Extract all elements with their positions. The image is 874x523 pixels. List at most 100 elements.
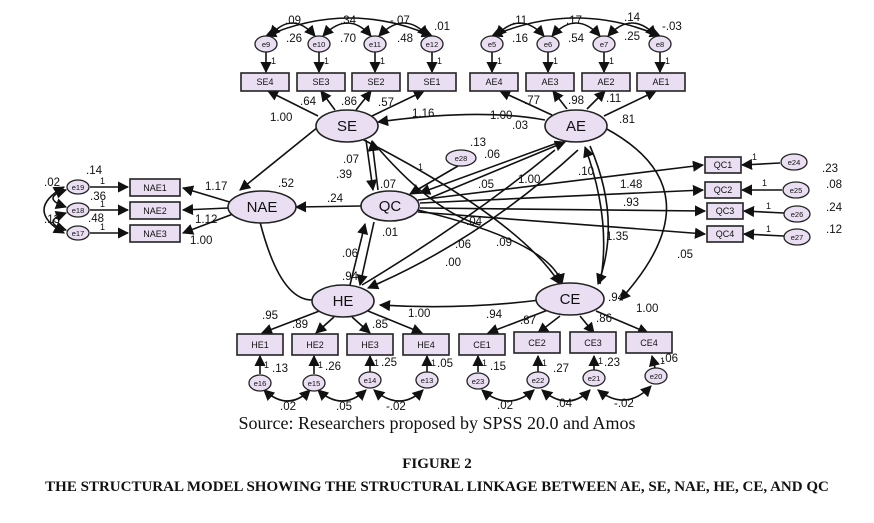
cov-e16-e15 [263,389,311,402]
path-qc-ae [429,140,567,199]
coefficient-label: .48 [397,33,413,45]
svg-text:SE1: SE1 [423,77,440,87]
coefficient-label: .06 [342,248,358,260]
one-label: 1 [374,358,379,368]
error-e6: e6 [536,35,560,53]
observed-ae1: AE1 [636,72,686,92]
one-label: 1 [271,56,276,66]
observed-he2: HE2 [291,333,339,356]
error-e14: e14 [358,371,382,389]
coefficient-label: .01 [382,227,398,239]
observed-nae1: NAE1 [129,178,181,197]
svg-text:e11: e11 [369,40,381,49]
error-e25: e25 [782,181,810,199]
coefficient-label: 1.12 [195,214,217,226]
path-qc-qc4 [417,211,707,239]
latent-he: HE [311,284,375,318]
error-e13: e13 [415,371,439,389]
coefficient-label: .26 [286,33,302,45]
svg-text:e10: e10 [313,40,326,49]
one-label: 1 [100,222,105,232]
coefficient-label: .06 [484,149,500,161]
svg-text:e18: e18 [72,206,85,215]
observed-se2: SE2 [351,72,401,92]
coefficient-label: .24 [327,193,344,205]
arrow-e27 [742,228,785,241]
error-e28: e28 [445,149,477,167]
error-e15: e15 [302,374,326,392]
coefficient-label: .27 [553,363,569,375]
svg-text:e24: e24 [788,158,801,167]
coefficient-label: 1.00 [490,110,512,122]
path-nae-nae3 [181,213,234,235]
error-e18: e18 [66,202,90,218]
error-e22: e22 [526,371,550,389]
error-e9: e9 [254,35,278,53]
observed-ae4: AE4 [469,72,519,92]
coefficient-label: 1.48 [620,179,642,191]
one-label: 1 [542,358,547,368]
svg-text:e19: e19 [72,183,85,192]
svg-text:SE2: SE2 [367,77,384,87]
coefficient-label: .54 [568,33,585,45]
error-terms: e9 e10 e11 e12 e5 e6 e7 e8 e19 e18 e17 e… [66,35,811,392]
coefficient-label: .16 [512,33,528,45]
svg-text:e16: e16 [254,379,267,388]
observed-qc4: QC4 [706,225,744,243]
coefficient-label: .70 [340,33,356,45]
coefficient-label: .23 [822,163,838,175]
error-e5: e5 [480,35,504,53]
figure-label: FIGURE 2 [402,456,472,472]
svg-text:e13: e13 [421,376,434,385]
one-label: 1 [598,356,603,366]
one-label: 1 [766,201,771,211]
coefficient-label: .07 [343,154,359,166]
svg-text:QC2: QC2 [714,185,733,195]
svg-text:CE3: CE3 [584,338,602,348]
svg-text:e21: e21 [588,374,601,383]
coefficient-label: .86 [596,313,612,325]
svg-text:e15: e15 [308,379,321,388]
cov-e9-e12 [264,17,434,38]
svg-text:e23: e23 [472,377,485,386]
coefficient-label: -.02 [614,398,634,410]
svg-text:QC3: QC3 [716,206,735,216]
observed-se1: SE1 [407,72,457,92]
observed-he3: HE3 [346,333,394,356]
observed-ae2: AE2 [581,72,631,92]
path-ae-ae2 [586,90,606,110]
path-ce-ce3 [579,315,595,334]
observed-he1: HE1 [236,333,284,356]
arrow-e24 [740,158,781,171]
path-ce-he [378,299,541,312]
coefficient-label: -.07 [390,15,410,27]
svg-text:e8: e8 [656,40,664,49]
coefficient-label: .94 [342,271,359,283]
coefficient-label: .13 [272,363,288,375]
coefficient-label: .00 [445,257,461,269]
coefficient-label: -.02 [386,401,406,410]
svg-text:AE4: AE4 [485,77,502,87]
one-label: 1 [497,56,502,66]
coefficient-label: .15 [490,361,506,373]
path-ae-ce-outer [604,127,668,301]
path-ae-ae1 [603,90,658,117]
coefficient-label: .05 [437,358,453,370]
svg-text:e14: e14 [364,376,377,385]
coefficient-label: .09 [285,15,301,27]
error-e20: e20 [644,367,668,385]
one-label: 1 [752,152,757,162]
fixed-path-labels: 1 1 1 1 1 1 1 1 1 1 1 1 1 1 1 1 1 1 1 1 … [100,56,771,370]
svg-text:HE1: HE1 [251,340,269,350]
figure-caption: THE STRUCTURAL MODEL SHOWING THE STRUCTU… [45,479,829,495]
path-qc-ce [404,206,565,286]
error-e19: e19 [66,179,90,195]
path-qc-qc3 [419,205,707,217]
cov-e5-e8 [490,17,662,38]
svg-text:CE: CE [560,291,581,308]
structural-paths [181,90,707,335]
svg-text:HE: HE [333,293,354,310]
coefficient-label: .77 [524,95,540,107]
observed-ae3: AE3 [525,72,575,92]
path-nae-nae1 [181,185,234,204]
